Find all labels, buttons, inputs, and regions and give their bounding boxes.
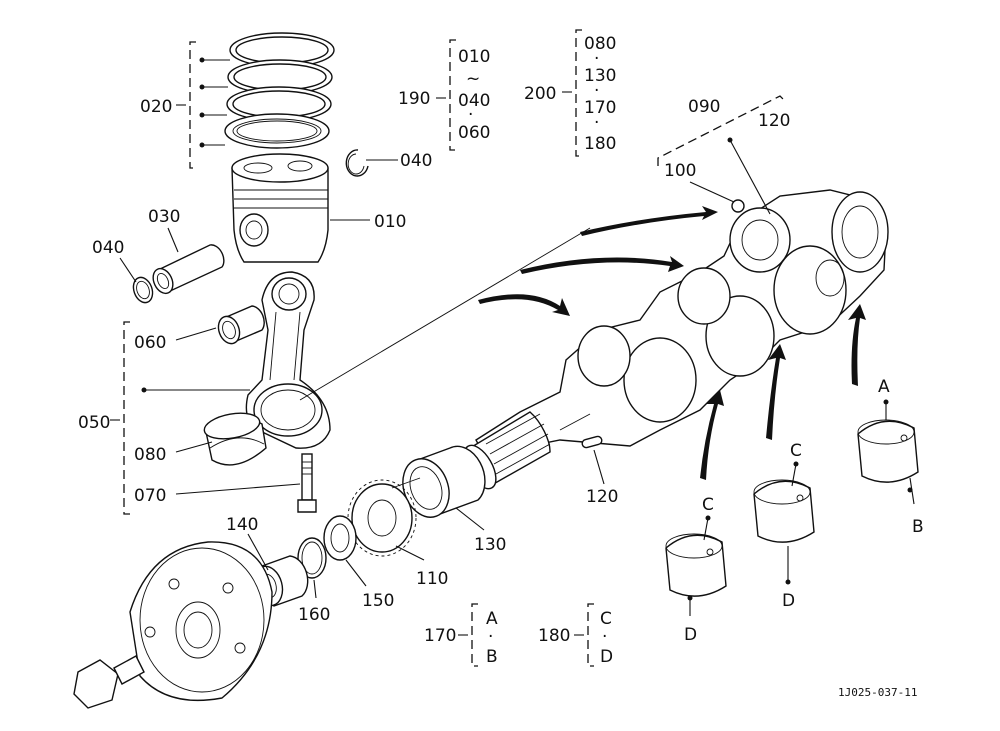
bracket-190 xyxy=(436,39,456,151)
assembly-arrows xyxy=(478,206,866,480)
rod-bolt xyxy=(297,453,317,513)
label-150: 150 xyxy=(362,591,394,611)
group-190: 190 010 ~ 040 · 060 xyxy=(398,47,490,143)
group-200-sep: · xyxy=(594,81,599,101)
main-bearing-3 xyxy=(857,419,919,483)
mark-c-1: C xyxy=(702,495,714,515)
main-bearing-2 xyxy=(753,479,815,543)
figure-code: 1J025-037-11 xyxy=(838,686,917,699)
leader-rod-to-crank xyxy=(299,227,591,401)
label-110: 110 xyxy=(416,569,448,589)
group-200-item: 080 xyxy=(584,34,616,54)
group-190-sep: · xyxy=(468,105,473,125)
snap-ring-upper xyxy=(345,149,369,177)
main-bearing-1 xyxy=(665,533,727,597)
label-120-key: 120 xyxy=(586,487,618,507)
group-180: 180 C · D xyxy=(538,609,613,667)
crank-pin-bearing xyxy=(203,412,267,466)
label-040-upper: 040 xyxy=(400,151,432,171)
thrust-collar xyxy=(323,515,357,561)
label-060: 060 xyxy=(134,333,166,353)
group-180-code: 180 xyxy=(538,626,570,646)
crankshaft-pulley xyxy=(129,541,273,702)
label-050: 050 xyxy=(78,413,110,433)
label-040-lower: 040 xyxy=(92,238,124,258)
group-200-sep: · xyxy=(594,49,599,69)
piston-rings xyxy=(224,32,335,149)
piston xyxy=(231,153,329,263)
group-190-item: 040 xyxy=(458,91,490,111)
group-180-sep: · xyxy=(602,627,607,647)
bearing-mark-leaders xyxy=(687,399,915,616)
bracket-020 xyxy=(176,41,230,169)
snap-ring-lower xyxy=(132,276,154,304)
group-200-item: 130 xyxy=(584,66,616,86)
group-190-sep: ~ xyxy=(466,69,480,89)
leader-lines xyxy=(119,137,771,599)
crankshaft-bearing-front xyxy=(402,445,486,518)
group-170-item: B xyxy=(486,647,498,667)
bracket-170 xyxy=(458,603,478,667)
group-200: 200 080 · 130 · 170 · 180 xyxy=(524,34,616,154)
label-090: 090 xyxy=(688,97,720,117)
small-end-bushing xyxy=(217,305,265,345)
label-160: 160 xyxy=(298,605,330,625)
group-170-code: 170 xyxy=(424,626,456,646)
mark-b-3: B xyxy=(912,517,924,537)
group-200-item: 180 xyxy=(584,134,616,154)
bracket-180 xyxy=(574,603,594,667)
group-200-code: 200 xyxy=(524,84,556,104)
mark-c-2: C xyxy=(790,441,802,461)
label-100: 100 xyxy=(664,161,696,181)
bracket-200 xyxy=(562,29,582,157)
label-120-crank: 120 xyxy=(758,111,790,131)
pulley-bolt xyxy=(73,655,145,709)
key xyxy=(581,435,603,449)
label-010: 010 xyxy=(374,212,406,232)
label-140: 140 xyxy=(226,515,258,535)
group-180-item: C xyxy=(600,609,612,629)
mark-d-2: D xyxy=(782,591,795,611)
label-020: 020 xyxy=(140,97,172,117)
group-170: 170 A · B xyxy=(424,609,498,667)
label-030: 030 xyxy=(148,207,180,227)
bracket-090 xyxy=(657,95,787,166)
bracket-050 xyxy=(110,321,250,515)
label-130: 130 xyxy=(474,535,506,555)
mark-d-1: D xyxy=(684,625,697,645)
label-070: 070 xyxy=(134,486,166,506)
group-170-item: A xyxy=(486,609,498,629)
plug xyxy=(731,199,745,213)
group-190-code: 190 xyxy=(398,89,430,109)
group-200-sep: · xyxy=(594,113,599,133)
group-200-item: 170 xyxy=(584,98,616,118)
group-190-item: 010 xyxy=(458,47,490,67)
bearing-marks: C D C D A B xyxy=(684,377,924,645)
group-190-item: 060 xyxy=(458,123,490,143)
group-170-sep: · xyxy=(488,627,493,647)
part-labels: 020 040 010 030 040 060 050 080 070 140 … xyxy=(78,97,790,625)
mark-a-3: A xyxy=(878,377,890,397)
piston-pin xyxy=(152,244,225,295)
group-180-item: D xyxy=(600,647,613,667)
label-080: 080 xyxy=(134,445,166,465)
crankshaft-gear xyxy=(347,477,421,557)
crankshaft xyxy=(463,189,889,490)
